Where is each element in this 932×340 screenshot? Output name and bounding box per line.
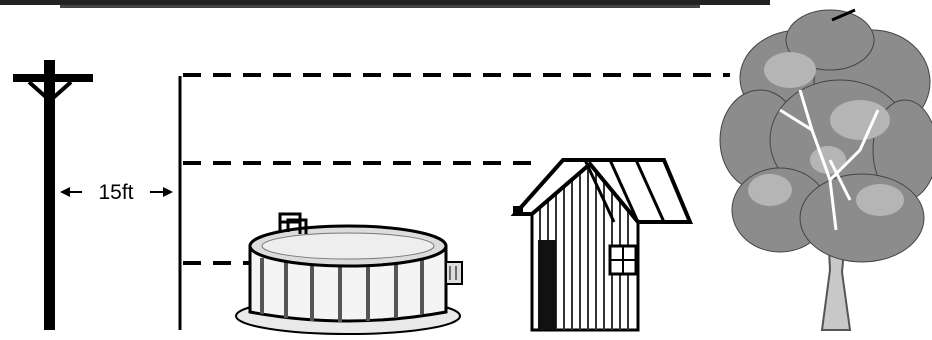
tree-icon [720,10,932,330]
arrow-left-icon [60,187,70,197]
arrow-right-icon [163,187,173,197]
pool-icon [236,214,462,334]
shed-window-icon [610,246,636,274]
cropped-header-text [0,0,770,8]
shed-icon [513,160,690,330]
clearance-dimension: 15ft [60,181,173,204]
shed-door-icon [538,240,556,330]
clearance-label: 15ft [98,181,133,204]
pool-pump-icon [446,262,462,284]
utility-pole-icon [13,60,93,330]
